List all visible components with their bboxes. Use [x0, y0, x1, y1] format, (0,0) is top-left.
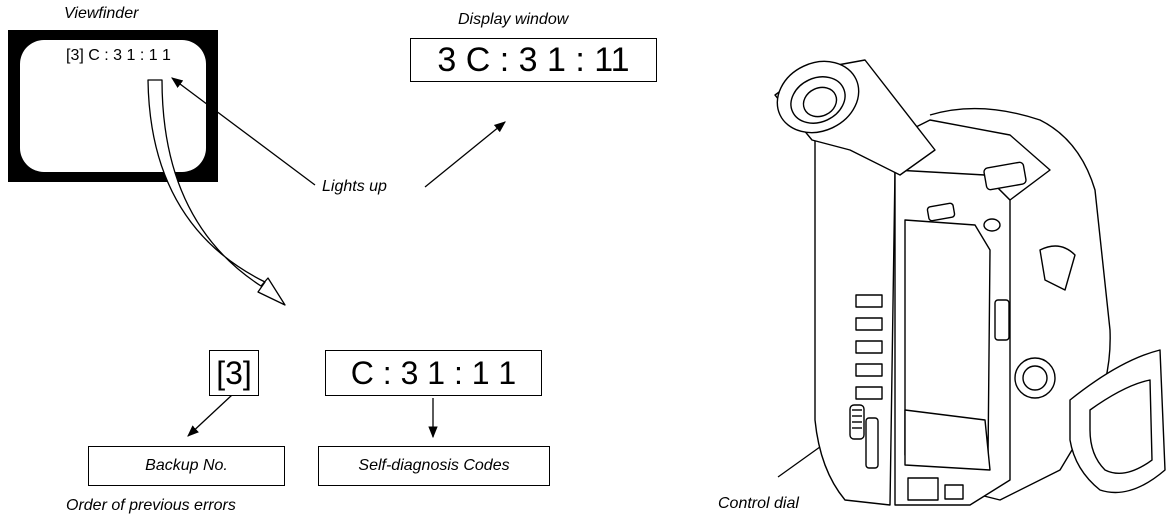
display-window-label: Display window [458, 11, 569, 28]
backup-number-text: [3] [216, 354, 252, 391]
lights-up-label: Lights up [322, 178, 387, 195]
lights-up-arrow-display [424, 121, 506, 188]
backup-label-box: Backup No. [88, 446, 285, 486]
self-diagnosis-label-text: Self-diagnosis Codes [358, 457, 510, 474]
viewfinder-screen-text: [3] C : 3 1 : 1 1 [66, 47, 171, 64]
self-diagnosis-code-box: C : 3 1 : 1 1 [325, 350, 542, 396]
camcorder-illustration [774, 59, 1166, 506]
self-diagnosis-label-box: Self-diagnosis Codes [318, 446, 550, 486]
lights-up-arrow-viewfinder [171, 77, 316, 186]
backup-label-text: Backup No. [145, 457, 228, 474]
viewfinder-label: Viewfinder [64, 5, 139, 22]
display-window-box: 3 C : 3 1 : 11 [410, 38, 657, 82]
control-dial-label: Control dial [718, 495, 799, 512]
self-diagnosis-code-text: C : 3 1 : 1 1 [350, 354, 517, 391]
display-window-text: 3 C : 3 1 : 11 [437, 40, 630, 79]
curved-transition-arrow [147, 79, 286, 306]
backup-arrow [187, 394, 233, 437]
backup-number-box: [3] [209, 350, 259, 396]
order-label: Order of previous errors [66, 497, 236, 514]
